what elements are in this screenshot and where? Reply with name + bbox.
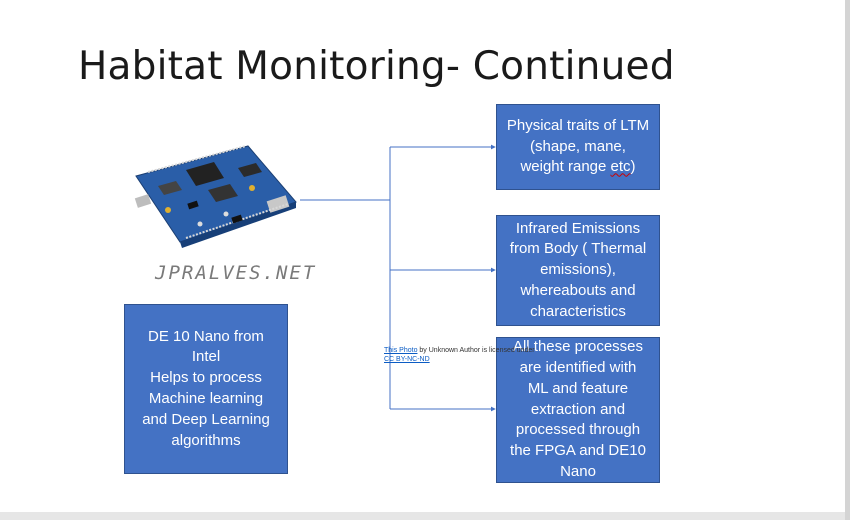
attribution-text: by Unknown Author is licensed under: [417, 347, 535, 354]
infrared-emissions-box[interactable]: Infrared Emissions from Body ( Thermal e…: [496, 215, 660, 326]
image-watermark: JPRALVES.NET: [155, 262, 317, 284]
photo-link[interactable]: This Photo: [384, 347, 418, 354]
slide-title[interactable]: Habitat Monitoring- Continued: [78, 44, 675, 89]
vertical-scrollbar[interactable]: [845, 0, 850, 520]
physical-traits-line-2: (shape, mane,: [530, 137, 626, 155]
processing-summary-box[interactable]: All these processes are identified with …: [496, 337, 660, 483]
slide-canvas[interactable]: Habitat Monitoring- Continued JPRALVES.N…: [0, 0, 845, 512]
de10-nano-description-box[interactable]: DE 10 Nano from Intel Helps to process M…: [124, 304, 288, 474]
physical-traits-line-3c: ): [630, 158, 636, 176]
de10-nano-board-image[interactable]: [128, 140, 300, 248]
physical-traits-line-1: Physical traits of LTM: [506, 116, 650, 134]
connector-lines[interactable]: [0, 0, 845, 512]
physical-traits-line-3a: weight range: [520, 158, 611, 176]
license-link[interactable]: CC BY-NC-ND: [384, 356, 430, 363]
physical-traits-box[interactable]: Physical traits of LTM (shape, mane, weigh…: [496, 104, 660, 190]
image-attribution: This Photo by Unknown Author is licensed…: [384, 346, 544, 364]
spellcheck-word-etc: etc: [610, 158, 631, 176]
